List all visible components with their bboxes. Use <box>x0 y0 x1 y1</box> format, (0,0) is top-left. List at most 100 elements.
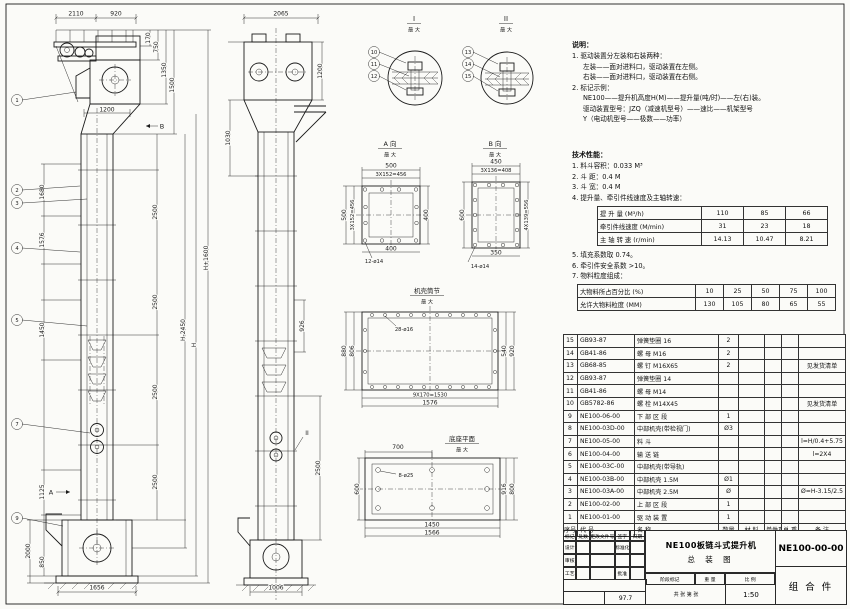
dim-label: 600 <box>459 209 466 221</box>
table-cell: 50 <box>751 284 780 298</box>
assembly-type-cell: 组 合 件 <box>775 566 847 605</box>
dim-label: 920 <box>509 345 516 357</box>
table-cell: 提 升 量 (M³/h) <box>597 206 702 220</box>
table-cell <box>738 396 765 411</box>
titleblock-cell <box>614 553 630 568</box>
table-cell <box>738 346 765 361</box>
table-cell: 8.21 <box>785 232 828 246</box>
table-cell <box>798 346 846 361</box>
table-cell <box>718 384 739 398</box>
dim-label: 700 <box>392 444 404 451</box>
dim-label: 1500 <box>169 77 176 92</box>
balloon-4: 4 <box>15 246 19 252</box>
base-plan-detail: 底座平面 最 大 8-ø25 700 600 916 800 1450 1566 <box>353 433 518 538</box>
table-cell <box>798 334 846 348</box>
table-cell: 允许大物料粒度 (MM) <box>577 297 696 311</box>
dim-label: 1030 <box>225 130 232 145</box>
dim-label: 600 <box>354 483 361 495</box>
table-cell: 驱 动 装 置 <box>634 510 719 524</box>
table-cell: 1 <box>718 510 739 524</box>
text-line: 5. 填充系数取 0.74。 <box>572 251 637 259</box>
table-cell: NE100-03A-00 <box>577 485 635 499</box>
table-cell <box>781 434 799 449</box>
table-cell: Ø <box>718 485 739 499</box>
table-cell <box>798 497 846 512</box>
dim-label: 500 <box>385 163 397 170</box>
table-cell: 23 <box>743 219 786 233</box>
table-cell <box>738 485 765 499</box>
text-line: 7. 物料粒度组成： <box>572 272 627 280</box>
dim-label: 1576 <box>39 232 46 247</box>
table-cell: 3 <box>563 485 578 499</box>
table-cell: 螺 母 M16 <box>634 346 719 361</box>
table-cell: 螺 栓 M14X45 <box>634 396 719 411</box>
detail-i-view: I 最 大 10 11 12 <box>368 14 443 106</box>
table-cell: 14 <box>563 346 578 361</box>
dim-label: 500 <box>341 209 348 221</box>
dim-label: 400 <box>385 246 397 253</box>
table-cell: 上 部 区 段 <box>634 497 719 512</box>
table-cell <box>781 346 799 361</box>
signature-row-design: 设计标准化 <box>563 540 646 555</box>
titleblock-cell: 标记 <box>563 530 577 542</box>
table-cell: 中部机壳 1.5M <box>634 472 719 487</box>
table-cell: 25 <box>723 284 752 298</box>
hole-callout: 28-ø16 <box>395 327 413 333</box>
table-cell <box>738 359 765 373</box>
table-cell: 15 <box>563 334 578 348</box>
detail-scale-label: 最 大 <box>489 151 501 159</box>
titleblock-cell: 设计 <box>563 540 577 555</box>
dim-label: 1125 <box>39 484 46 499</box>
table-cell: 牵引件线速度 (M/min) <box>597 219 702 233</box>
titleblock-cell <box>629 553 646 568</box>
table-cell: 85 <box>743 206 786 220</box>
drawing-number-cell: NE100-00-00 <box>775 530 847 568</box>
dim-label: 1200 <box>99 107 114 114</box>
table-cell: 105 <box>723 297 752 311</box>
dim-label: 2500 <box>152 204 159 219</box>
dim-label: 920 <box>110 11 122 18</box>
table-cell: 料 斗 <box>634 434 719 449</box>
table-cell <box>718 434 739 449</box>
notes-title: 说明： <box>572 41 593 49</box>
hole-callout: 12-ø14 <box>365 259 384 265</box>
text-line: 1. 料斗容积：0.033 M³ <box>572 162 643 170</box>
tech-title: 技术性能： <box>572 151 607 159</box>
stage-weight-scale-row: 阶段标记重 量比 例 <box>645 572 775 586</box>
balloon-15: 15 <box>465 74 472 80</box>
table-cell: 弹簧垫圈 16 <box>634 334 719 348</box>
table-cell: NE100-02-00 <box>577 497 635 512</box>
date-cell: 97.7 <box>604 591 647 605</box>
table-cell: 12 <box>563 371 578 386</box>
table-cell <box>781 497 799 512</box>
dim-label: 1200 <box>317 63 324 78</box>
table-cell <box>781 472 799 487</box>
dim-label: H <box>191 343 198 348</box>
table-cell <box>718 459 739 474</box>
table-cell <box>764 497 782 512</box>
table-cell: 下 部 区 段 <box>634 409 719 424</box>
titleblock-cell <box>589 540 615 555</box>
tech-items-mid: 5. 填充系数取 0.74。6. 牵引件安全系数 >10。7. 物料粒度组成： <box>572 250 844 282</box>
titleblock-cell <box>576 540 590 555</box>
table-cell: 5 <box>563 459 578 474</box>
table-cell <box>764 371 782 386</box>
text-line: NE100——提升机高度H(M)——提升量(吨/时)——左(右)装。 <box>583 94 765 102</box>
table-cell: 输 送 链 <box>634 447 719 461</box>
table-cell: NE100-03C-00 <box>577 459 635 474</box>
table-cell <box>781 334 799 348</box>
dim-label: 1350 <box>161 62 168 77</box>
view-a-label: A 向 <box>383 139 396 148</box>
dim-label: 1450 <box>39 322 46 337</box>
section-arrow-a-label: A <box>49 489 54 497</box>
table-cell: 10.47 <box>743 232 786 246</box>
table-cell: 2 <box>563 497 578 512</box>
table-cell <box>781 485 799 499</box>
dim-label: 1680 <box>39 184 46 199</box>
dim-label: 850 <box>39 556 46 568</box>
table-cell: 110 <box>701 206 744 220</box>
dim-label: 170 <box>145 32 152 44</box>
table-cell: 4 <box>563 472 578 487</box>
